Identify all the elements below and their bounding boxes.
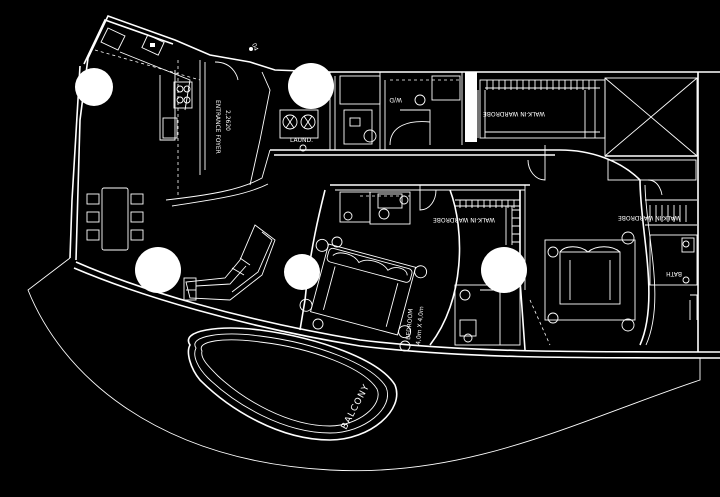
- sofa: [183, 224, 276, 301]
- walkin-wardrobe-label-2: WALK-IN WARDROBE: [433, 216, 495, 223]
- small-bathroom: [454, 284, 521, 346]
- outer-walls: [69, 15, 720, 359]
- right-bathroom: BATH: [649, 234, 698, 320]
- balcony-planter: [187, 327, 398, 441]
- bedroom-dim-label: 4,0m X 4,0m: [415, 306, 425, 345]
- kitchen: [94, 27, 201, 141]
- wardrobe-top: WALK-IN WARDROBE: [477, 79, 606, 139]
- bedroom-1: BEDROOM 4,0m X 4,0m: [299, 236, 428, 352]
- entrance-foyer-label: ENTRANCE FOYER: [214, 100, 221, 154]
- void-shaft: [604, 77, 698, 181]
- entrance-foyer: ENTRANCE FOYER 2,2620 04: [165, 42, 271, 207]
- laundry-area: LAUND. W/D: [279, 72, 477, 152]
- bedroom-label: BEDROOM: [405, 308, 415, 340]
- wd-label: W/D: [389, 96, 402, 103]
- walkin-wardrobe-label-3: WALK-IN WARDROBE: [618, 214, 680, 221]
- balcony-outline: [27, 257, 701, 472]
- wardrobe-middle: WALK-IN WARDROBE: [433, 199, 520, 245]
- middle-bathroom: [339, 191, 411, 225]
- entrance-dim-label: 2,2620: [224, 110, 231, 131]
- bath-label: BATH: [666, 270, 682, 277]
- dining-table: [86, 187, 144, 251]
- laundry-label: LAUND.: [290, 137, 313, 144]
- columns: [75, 63, 527, 293]
- bedroom-2: [529, 231, 636, 346]
- balcony-label: BALCONY: [340, 383, 372, 432]
- store-tag-label: 04: [250, 42, 259, 52]
- walkin-wardrobe-label-1: WALK-IN WARDROBE: [483, 110, 545, 117]
- wardrobe-right: WALK-IN WARDROBE: [618, 179, 697, 226]
